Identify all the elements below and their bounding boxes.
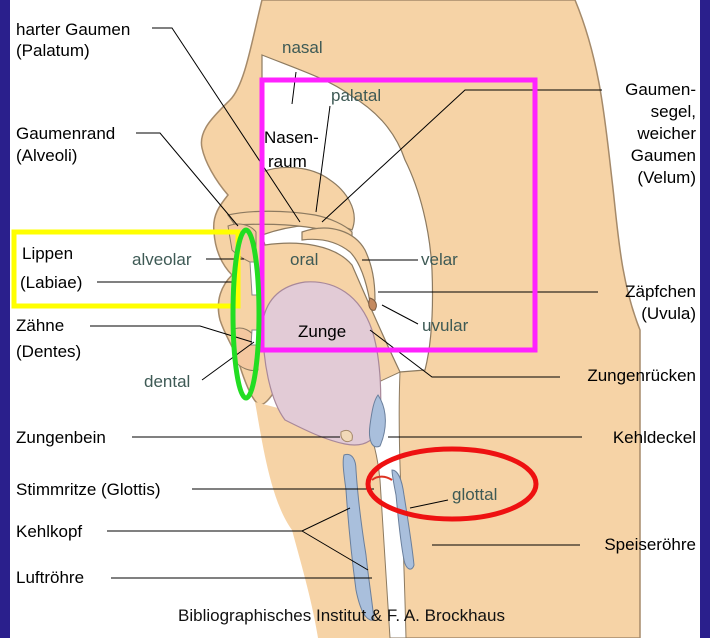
place-label-glottal: glottal [452,485,497,504]
label-gaumensegel-3: weicher [606,124,696,143]
label-gaumensegel-1: Gaumen- [606,80,696,99]
place-label-uvular: uvular [422,316,468,335]
place-label-oral: oral [290,250,318,269]
label-zunge: Zunge [298,322,346,341]
label-zungenbein: Zungenbein [16,428,106,447]
label-uvula: (Uvula) [596,304,696,323]
label-gaumenrand: Gaumenrand [16,124,115,143]
label-nasenraum-2: raum [268,152,307,171]
place-label-nasal: nasal [282,38,323,57]
label-kehlkopf: Kehlkopf [16,522,82,541]
image-credit: Bibliographisches Institut & F. A. Brock… [178,606,505,625]
label-labiae: (Labiae) [20,273,82,292]
label-kehldeckel: Kehldeckel [580,428,696,447]
label-palatum: (Palatum) [16,41,90,60]
label-dentes: (Dentes) [16,342,81,361]
label-luftroehre: Luftröhre [16,568,84,587]
label-zaepfchen: Zäpfchen [596,282,696,301]
label-stimmritze: Stimmritze (Glottis) [16,480,161,499]
place-label-dental: dental [144,372,190,391]
label-lippen: Lippen [22,244,73,263]
place-label-palatal: palatal [331,86,381,105]
label-gaumensegel-2: segel, [606,102,696,121]
hyoid-bone [341,430,352,441]
label-gaumensegel-5: (Velum) [606,168,696,187]
label-speiseroehre: Speiseröhre [578,535,696,554]
label-alveoli: (Alveoli) [16,146,77,165]
label-zungenruecken: Zungenrücken [560,366,696,385]
label-zaehne: Zähne [16,316,64,335]
label-harter-gaumen: harter Gaumen [16,20,130,39]
label-gaumensegel-4: Gaumen [606,146,696,165]
label-nasenraum-1: Nasen- [264,128,319,147]
place-label-velar: velar [421,250,458,269]
place-label-alveolar: alveolar [132,250,192,269]
